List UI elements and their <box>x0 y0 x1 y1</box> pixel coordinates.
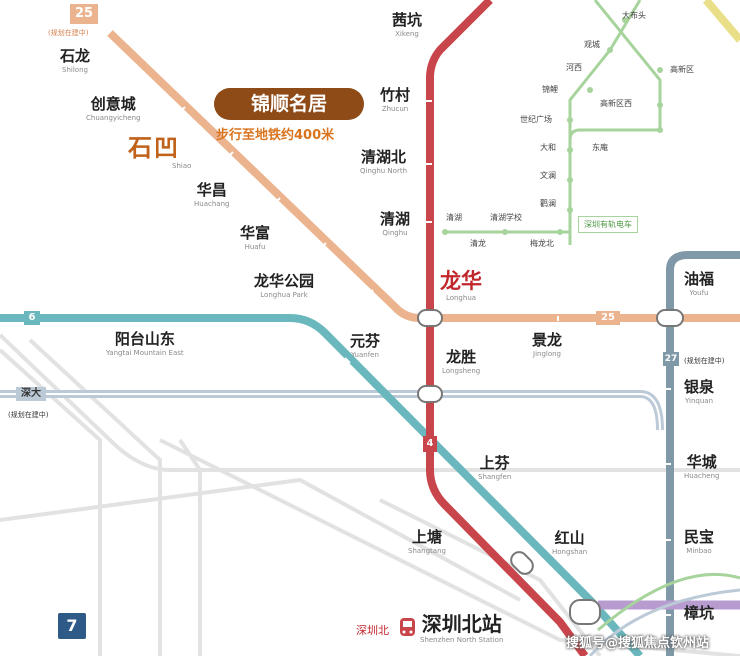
yellow-line <box>702 0 740 43</box>
tram-station-gaoxin-quxi: 高新区西 <box>600 99 632 108</box>
line-6 <box>0 314 643 656</box>
tram-station-donggan: 东庵 <box>592 143 608 152</box>
station-shiao: 石凹 <box>128 134 180 162</box>
station-shiao-en: Shiao <box>172 162 192 170</box>
rail-line-c <box>28 338 162 656</box>
tram-station-guanlan: 鹳澜 <box>540 199 556 208</box>
train-icon <box>400 618 415 636</box>
rail-line-a <box>0 333 740 472</box>
tram-station-hexi: 河西 <box>566 63 582 72</box>
tram-station-dahe: 大和 <box>540 143 556 152</box>
tram-station-dabutou: 大布头 <box>622 11 646 20</box>
tram-legend: 深圳有轨电车 <box>578 216 638 233</box>
tram-station-qinghu-school: 清湖学校 <box>490 213 522 222</box>
rail-lines <box>0 333 740 656</box>
tram-line <box>445 0 662 245</box>
line4-badge: 4 <box>423 436 437 452</box>
shenda-line <box>0 390 664 431</box>
line-25 <box>107 30 740 322</box>
tram-station-wenlan: 文澜 <box>540 171 556 180</box>
interchange-youfu <box>656 309 684 327</box>
station-zhangkeng: 樟坑 <box>684 604 715 622</box>
line27-badge: 27 <box>663 352 679 366</box>
station-shenzhen-north-prefix: 深圳北 <box>356 624 389 637</box>
rail-line-f <box>379 498 602 656</box>
line25-plan-note: (规划在建中) <box>48 29 89 37</box>
interchange-longhua <box>417 309 443 327</box>
interchange-longsheng <box>417 385 443 403</box>
rail-line-d <box>159 438 740 656</box>
tram-station-jinxiu: 锦鲤 <box>542 85 558 94</box>
shenda-badge: 深大 <box>16 387 46 401</box>
tram-station-qinglong: 清龙 <box>470 239 486 248</box>
line7-badge: 7 <box>58 613 86 639</box>
tram-station-meilong-north: 梅龙北 <box>530 239 554 248</box>
tram-station-gaoxin-district: 高新区 <box>670 65 694 74</box>
line-4 <box>426 0 589 656</box>
line25-badge-right: 25 <box>596 311 620 325</box>
interchange-shenzhen-north <box>569 599 601 625</box>
project-walk-note: 步行至地铁约400米 <box>216 128 335 143</box>
line-27 <box>666 251 740 656</box>
rail-line-g <box>0 477 521 602</box>
project-name-badge: 锦顺名居 <box>214 88 364 120</box>
shenda-plan-note: (规划在建中) <box>8 411 49 419</box>
rail-line-e <box>178 438 202 656</box>
interchange-hongshan <box>510 551 534 575</box>
tram-station-shiji-guangchang: 世纪广场 <box>520 115 552 124</box>
rail-line-b <box>0 348 102 656</box>
line27-plan-note: (规划在建中) <box>684 357 725 365</box>
watermark: 搜狐号@搜狐焦点钦州站 <box>566 636 710 651</box>
interchange-markers <box>417 309 684 625</box>
line6-badge: 6 <box>24 311 40 325</box>
line25-badge-top: 25 <box>70 4 98 24</box>
tram-station-dots <box>442 17 663 235</box>
tram-station-qinghu: 清湖 <box>446 213 462 222</box>
tram-station-guancheng: 观城 <box>584 40 600 49</box>
station-ticks <box>179 100 671 616</box>
